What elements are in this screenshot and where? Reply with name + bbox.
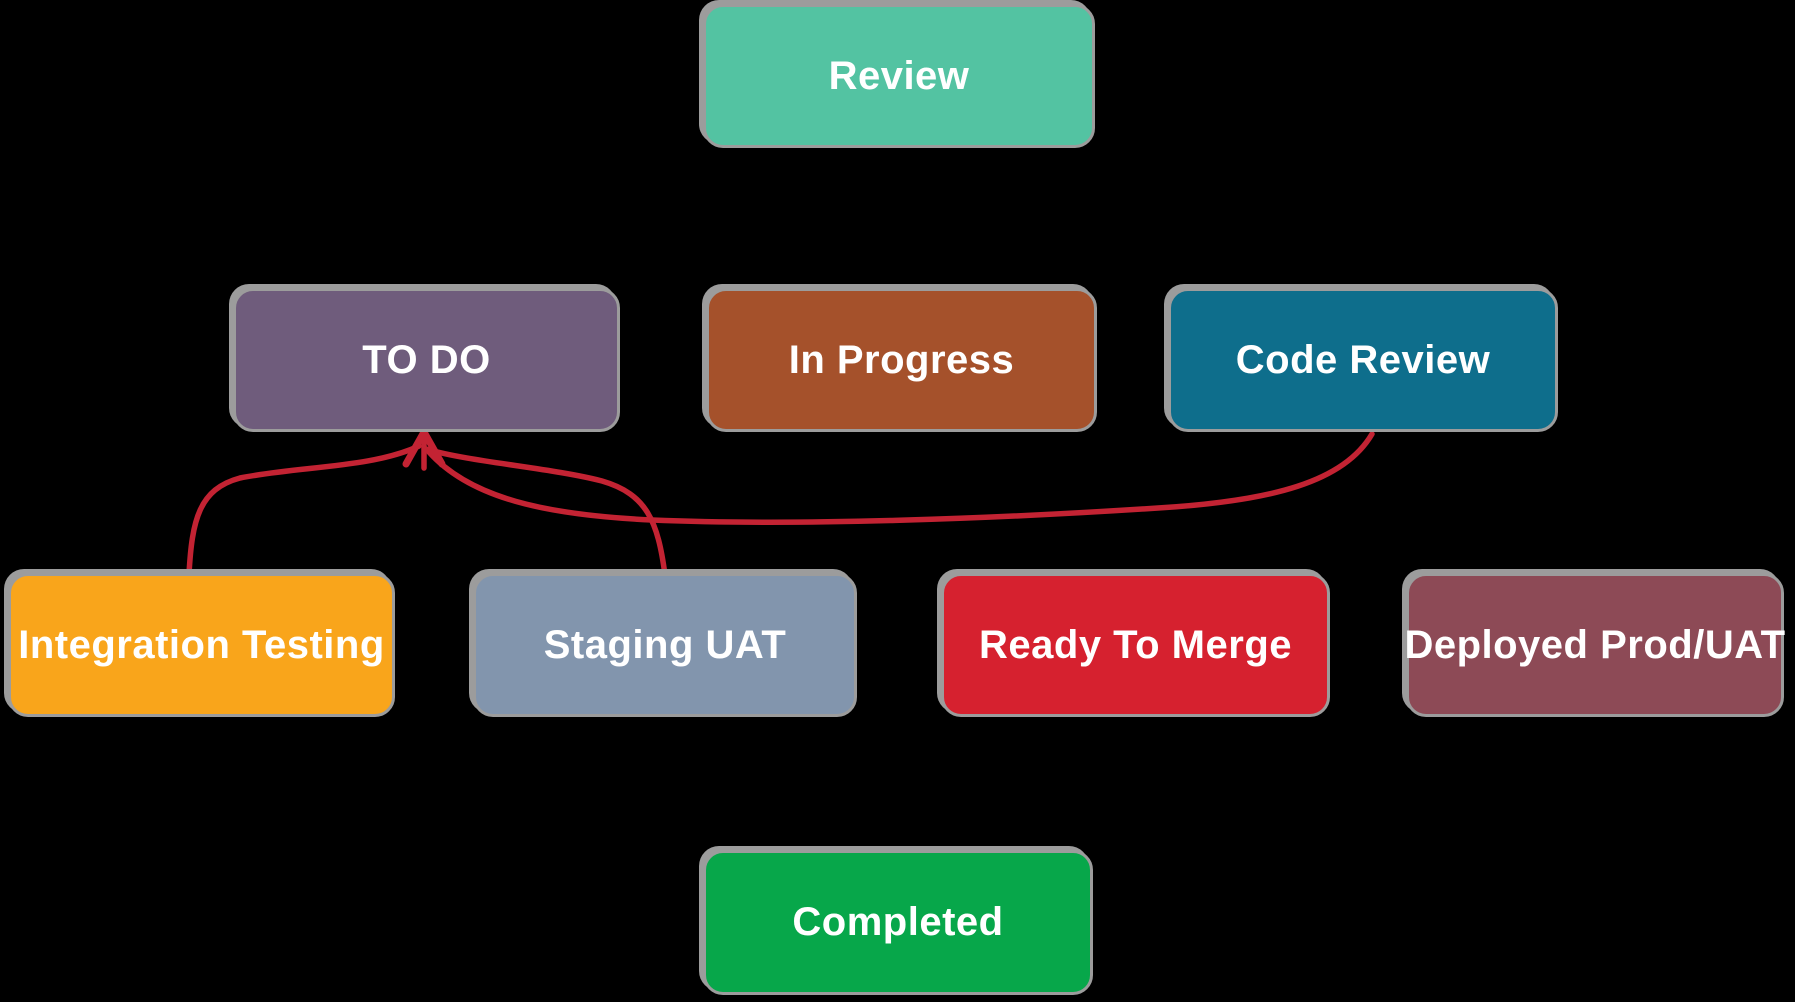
- node-label-deployed-prod-uat: Deployed Prod/UAT: [1404, 622, 1786, 667]
- node-todo: TO DO: [233, 288, 620, 432]
- node-label-staging-uat: Staging UAT: [543, 622, 787, 667]
- node-label-todo: TO DO: [362, 337, 491, 382]
- node-label-in-progress: In Progress: [788, 337, 1015, 382]
- arrowhead-into-todo: [402, 428, 446, 468]
- node-label-integration-testing: Integration Testing: [18, 622, 385, 667]
- node-label-code-review: Code Review: [1235, 337, 1491, 382]
- node-staging-uat: Staging UAT: [473, 573, 857, 717]
- edge-integration-testing-to-todo: [186, 443, 422, 577]
- node-integration-testing: Integration Testing: [8, 573, 395, 717]
- edge-code-review-to-todo: [426, 431, 1375, 525]
- edge-staging-uat-to-todo: [423, 446, 668, 578]
- node-code-review: Code Review: [1168, 288, 1558, 432]
- node-review: Review: [703, 4, 1095, 148]
- node-deployed-prod-uat: Deployed Prod/UAT: [1404, 573, 1786, 717]
- node-label-completed: Completed: [792, 900, 1004, 944]
- node-label-review: Review: [828, 53, 970, 98]
- node-completed: Completed: [703, 850, 1093, 995]
- node-ready-to-merge: Ready To Merge: [941, 573, 1330, 717]
- node-label-ready-to-merge: Ready To Merge: [979, 622, 1292, 667]
- node-in-progress: In Progress: [706, 288, 1097, 432]
